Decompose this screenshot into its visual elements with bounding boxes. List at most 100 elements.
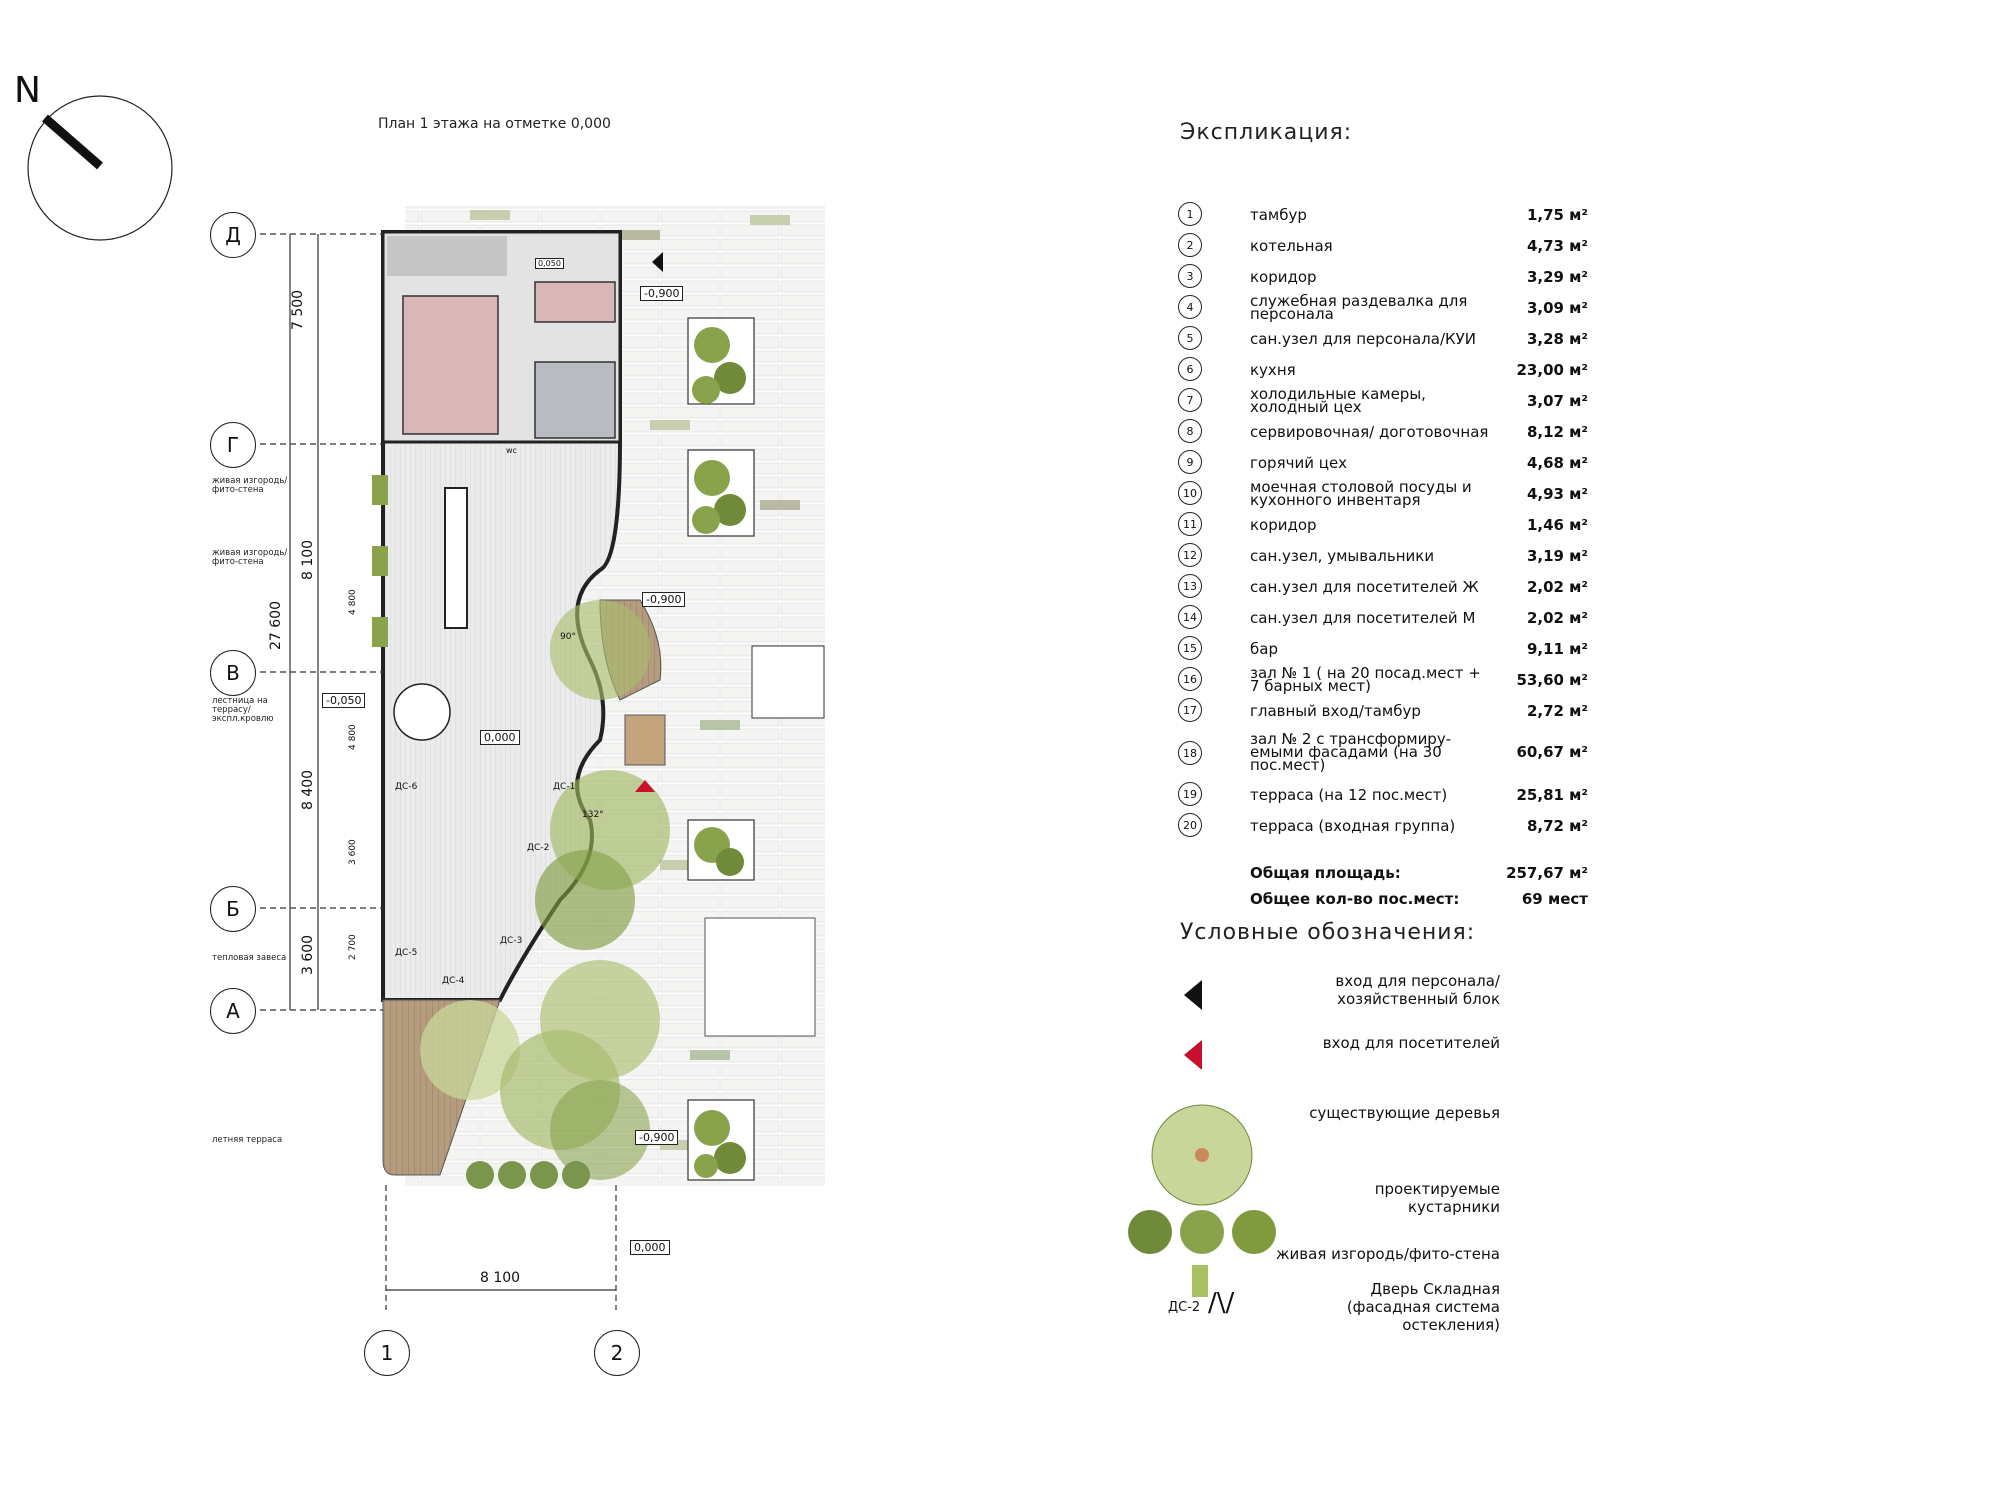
room-area: 1,75 м²: [1526, 206, 1588, 224]
west-hedges: [372, 475, 388, 647]
room-name: зал № 1 ( на 20 посад.мест + 7 барных ме…: [1250, 664, 1481, 695]
visitor-entrance-marker: [635, 780, 655, 792]
room-name: сан.узел для посетителей М: [1250, 608, 1476, 627]
side-label-curtain: тепловая завеса: [212, 953, 287, 963]
room-area: 25,81 м²: [1516, 786, 1589, 804]
room-area: 4,73 м²: [1526, 237, 1588, 255]
legend-symbols: [1128, 980, 1276, 1297]
room-number: 14: [1178, 605, 1202, 629]
axis-bubble-row: Б: [210, 886, 256, 932]
room-number: 9: [1178, 450, 1202, 474]
room-name: сан.узел для персонала/КУИ: [1250, 329, 1477, 348]
room-area: 2,72 м²: [1526, 702, 1588, 720]
ds-mark: ДС-4: [442, 976, 465, 986]
room-name: сан.узел, умывальники: [1250, 546, 1435, 565]
legend-hedge: живая изгородь/фито-стена: [1276, 1245, 1500, 1263]
north-letter: N: [14, 70, 41, 111]
room-name: горячий цех: [1250, 453, 1348, 472]
wc-mark: wc: [506, 446, 517, 455]
explication-title: Экспликация:: [1180, 120, 1353, 145]
level-mark: 0,000: [480, 730, 520, 745]
legend-door-mark: ДС-2: [1168, 1300, 1201, 1315]
staff-entrance-legend-icon: [1184, 980, 1202, 1010]
dim-3600: 3 600: [300, 934, 316, 975]
table-row: 12 сан.узел, умывальники 3,19 м²: [1178, 541, 1588, 571]
room-number: 7: [1178, 388, 1202, 412]
room-number: 10: [1178, 481, 1202, 505]
room-number: 4: [1178, 295, 1202, 319]
table-row: 5 сан.узел для персонала/КУИ 3,28 м²: [1178, 324, 1588, 354]
plan-title: План 1 этажа на отметке 0,000: [378, 116, 611, 132]
ds-mark: ДС-5: [395, 948, 418, 958]
level-mark: -0,050: [322, 693, 366, 708]
side-label-hedge-1: живая изгородь/ фито-стена: [212, 476, 288, 495]
spiral-stair: [393, 683, 451, 741]
dim-small-1: 4 800: [348, 589, 358, 615]
room-number: 1: [1178, 202, 1202, 226]
room-name: терраса (входная группа): [1250, 816, 1456, 835]
staff-entrance-marker: [652, 252, 663, 272]
room-name: бар: [1250, 639, 1278, 658]
dim-small-4: 2 700: [348, 934, 358, 960]
room-number: 15: [1178, 636, 1202, 660]
axis-bubble-row: Г: [210, 422, 256, 468]
room-number: 18: [1178, 741, 1202, 765]
axis-bubble-col: 2: [594, 1330, 640, 1376]
dim-7500: 7 500: [290, 289, 306, 330]
room-name: тамбур: [1250, 205, 1307, 224]
level-mark: -0,900: [635, 1130, 679, 1145]
level-mark: 0,000: [630, 1240, 670, 1255]
room-area: 1,46 м²: [1526, 516, 1588, 534]
room-number: 5: [1178, 326, 1202, 350]
room-name: коридор: [1250, 515, 1317, 534]
room-name: главный вход/тамбур: [1250, 701, 1421, 720]
room-area: 3,07 м²: [1526, 392, 1588, 410]
room-area: 3,19 м²: [1526, 547, 1588, 565]
room-number: 8: [1178, 419, 1202, 443]
axis-bubble-col: 1: [364, 1330, 410, 1376]
room-number: 20: [1178, 813, 1202, 837]
room-area: 3,29 м²: [1526, 268, 1588, 286]
room-name: сан.узел для посетителей Ж: [1250, 577, 1479, 596]
room-name: сервировочная/ доготовочная: [1250, 422, 1489, 441]
legend-folding-door: Дверь Складная (фасадная система остекле…: [1346, 1280, 1500, 1334]
room-area: 8,72 м²: [1526, 817, 1588, 835]
axis-bubble-row: Д: [210, 212, 256, 258]
tree-pits: [687, 317, 755, 1181]
legend-planned-shrubs: проектируемые кустарники: [1374, 1180, 1500, 1216]
table-row: 15 бар 9,11 м²: [1178, 634, 1588, 664]
folding-door-legend-icon: /\/: [1208, 1288, 1235, 1318]
ds-mark: ДС-1: [553, 782, 576, 792]
side-label-stair: лестница на террасу/ экспл.кровлю: [212, 696, 274, 724]
room-name: холодильные камеры, холодный цех: [1250, 385, 1426, 416]
room-name: кухня: [1250, 360, 1296, 379]
table-row: 9 горячий цех 4,68 м²: [1178, 448, 1588, 478]
ds-mark: ДС-3: [500, 936, 523, 946]
room-number: 17: [1178, 698, 1202, 722]
room-area: 4,68 м²: [1526, 454, 1588, 472]
ds-mark: ДС-2: [527, 843, 550, 853]
room-number: 19: [1178, 782, 1202, 806]
dim-small-2: 4 800: [348, 724, 358, 750]
room-area: 60,67 м²: [1516, 743, 1589, 761]
room-area: 9,11 м²: [1526, 640, 1588, 658]
room-area: 3,28 м²: [1526, 330, 1588, 348]
room-area: 23,00 м²: [1516, 361, 1589, 379]
axes-grid: [260, 233, 617, 1310]
level-mark: 0,050: [535, 258, 564, 269]
dim-8100: 8 100: [300, 539, 316, 580]
angle-mark: 90°: [560, 632, 576, 642]
room-number: 12: [1178, 543, 1202, 567]
room-name: коридор: [1250, 267, 1317, 286]
axis-bubble-row: А: [210, 988, 256, 1034]
angle-mark: 132°: [582, 810, 604, 820]
level-mark: -0,900: [642, 592, 686, 607]
